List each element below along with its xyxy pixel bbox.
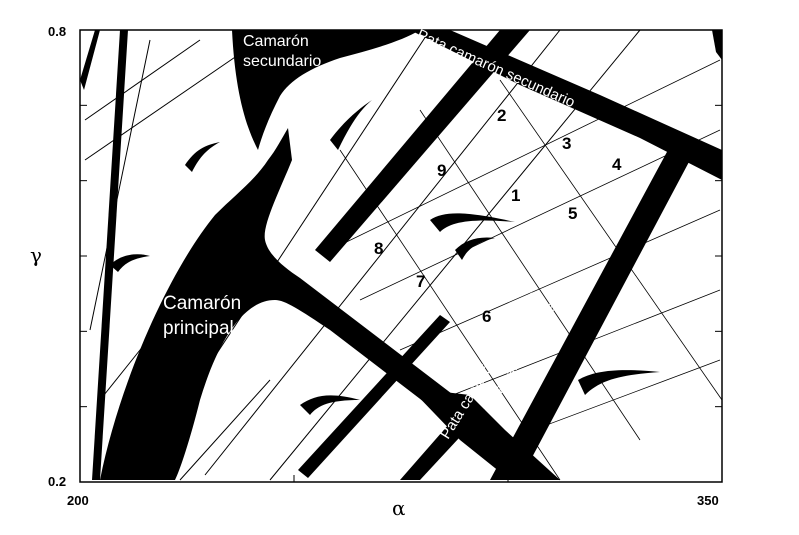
cell-number-5: 5 bbox=[568, 204, 577, 223]
filled-regions bbox=[80, 30, 722, 480]
main-shrimp-label-line2: principal bbox=[163, 318, 234, 339]
cell-number-7: 7 bbox=[416, 272, 425, 291]
central-diagonal-band bbox=[315, 30, 530, 262]
cell-number-3: 3 bbox=[562, 134, 571, 153]
cell-number-6: 6 bbox=[482, 307, 491, 326]
plot-area bbox=[80, 30, 722, 482]
secondary-shrimp-label-line2: secundario bbox=[243, 53, 321, 70]
y-min-label: 0.2 bbox=[48, 474, 66, 489]
secondary-shrimp-body bbox=[232, 30, 420, 150]
left-narrow-band-2 bbox=[80, 30, 100, 90]
x-min-label: 200 bbox=[67, 493, 89, 508]
cell-number-2: 2 bbox=[497, 106, 506, 125]
main-shrimp-label-line1: Camarón bbox=[163, 293, 241, 314]
right-edge-band bbox=[712, 30, 722, 60]
main-shrimp-body bbox=[100, 128, 460, 480]
spike-3 bbox=[578, 370, 660, 395]
y-axis-symbol: γ bbox=[30, 243, 42, 267]
spike-6 bbox=[185, 142, 220, 172]
left-narrow-band-1 bbox=[92, 30, 128, 480]
axis-ticks bbox=[79, 29, 723, 483]
x-max-label: 350 bbox=[697, 493, 719, 508]
cell-number-1: 1 bbox=[511, 186, 520, 205]
cell-number-8: 8 bbox=[374, 239, 383, 258]
cell-number-4: 4 bbox=[612, 155, 622, 174]
spike-5 bbox=[110, 254, 150, 272]
bottom-band bbox=[400, 400, 485, 480]
spike-2 bbox=[430, 213, 515, 232]
y-max-label: 0.8 bbox=[48, 24, 66, 39]
lower-diagonal-band bbox=[298, 315, 450, 478]
cell-number-9: 9 bbox=[437, 161, 446, 180]
x-axis-symbol: α bbox=[392, 496, 406, 520]
spike-7 bbox=[455, 237, 495, 260]
secondary-shrimp-label-line1: Camarón bbox=[243, 33, 309, 50]
spike-4 bbox=[300, 395, 360, 415]
right-leg-band bbox=[490, 150, 690, 480]
spike-1 bbox=[330, 100, 372, 150]
